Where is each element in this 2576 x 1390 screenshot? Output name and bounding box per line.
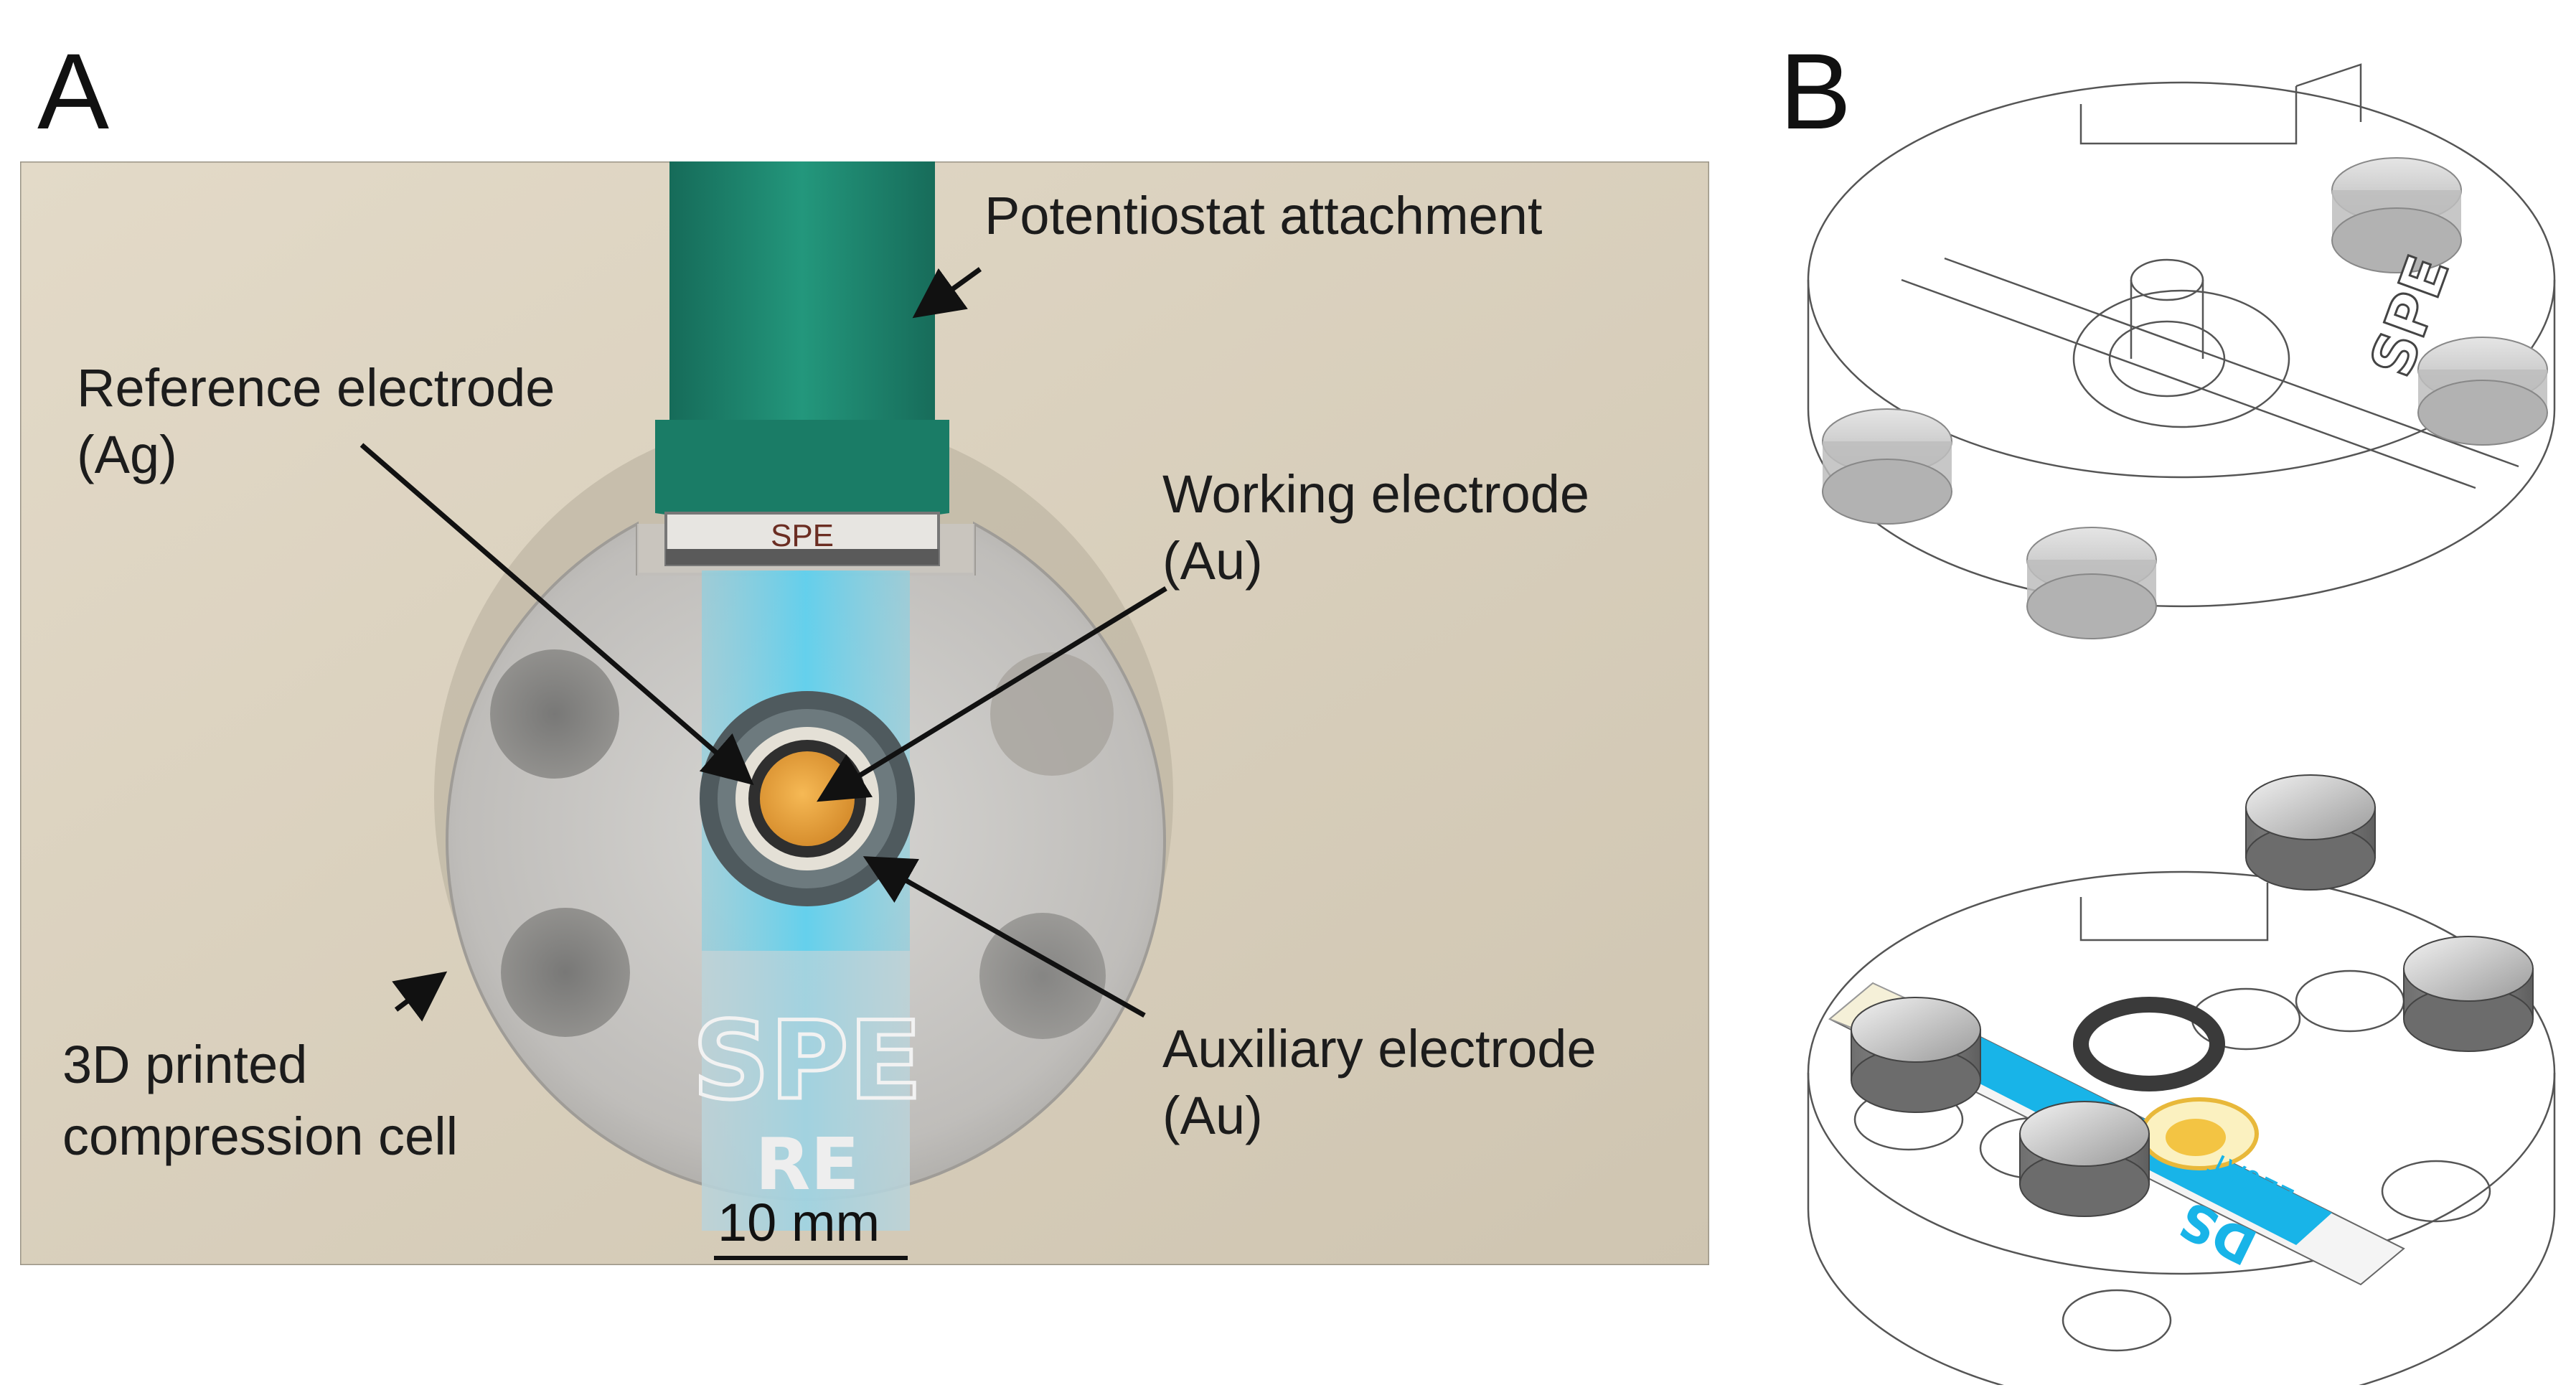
panel-a-letter: A	[37, 31, 110, 151]
potentiostat-label: Potentiostat attachment	[984, 186, 1543, 245]
cell-engraving-spe: SPE	[692, 999, 922, 1124]
cad-o-ring	[2073, 997, 2225, 1091]
magnet-circle	[990, 652, 1114, 776]
cad-bottom-magnets	[1851, 774, 2534, 1217]
cell-label-line2: compression cell	[62, 1107, 459, 1166]
panel-b-letter: B	[1780, 31, 1852, 151]
photo-panel-a: SPE SPE RE	[20, 161, 1709, 1265]
auxiliary-label-line1: Auxiliary electrode	[1162, 1019, 1597, 1079]
cad-top-assembly	[1807, 63, 2556, 608]
reference-label-line2: (Ag)	[77, 425, 177, 484]
magnet-circle	[490, 649, 619, 779]
auxiliary-label-line2: (Au)	[1162, 1086, 1263, 1145]
working-electrode-disc	[760, 751, 855, 846]
cad-top-magnets	[1822, 157, 2548, 639]
working-label-line2: (Au)	[1162, 531, 1263, 591]
cad-panel-b: SPE DS 220AT	[1807, 63, 2556, 1385]
scale-bar-label: 10 mm	[718, 1193, 880, 1252]
magnet-circle	[979, 913, 1106, 1039]
magnet-circle	[501, 908, 630, 1037]
connector-label: SPE	[771, 518, 834, 553]
reference-label-line1: Reference electrode	[77, 358, 555, 418]
cell-engraving-re: RE	[755, 1122, 859, 1206]
cell-label-line1: 3D printed	[62, 1035, 308, 1094]
working-label-line1: Working electrode	[1162, 464, 1590, 524]
